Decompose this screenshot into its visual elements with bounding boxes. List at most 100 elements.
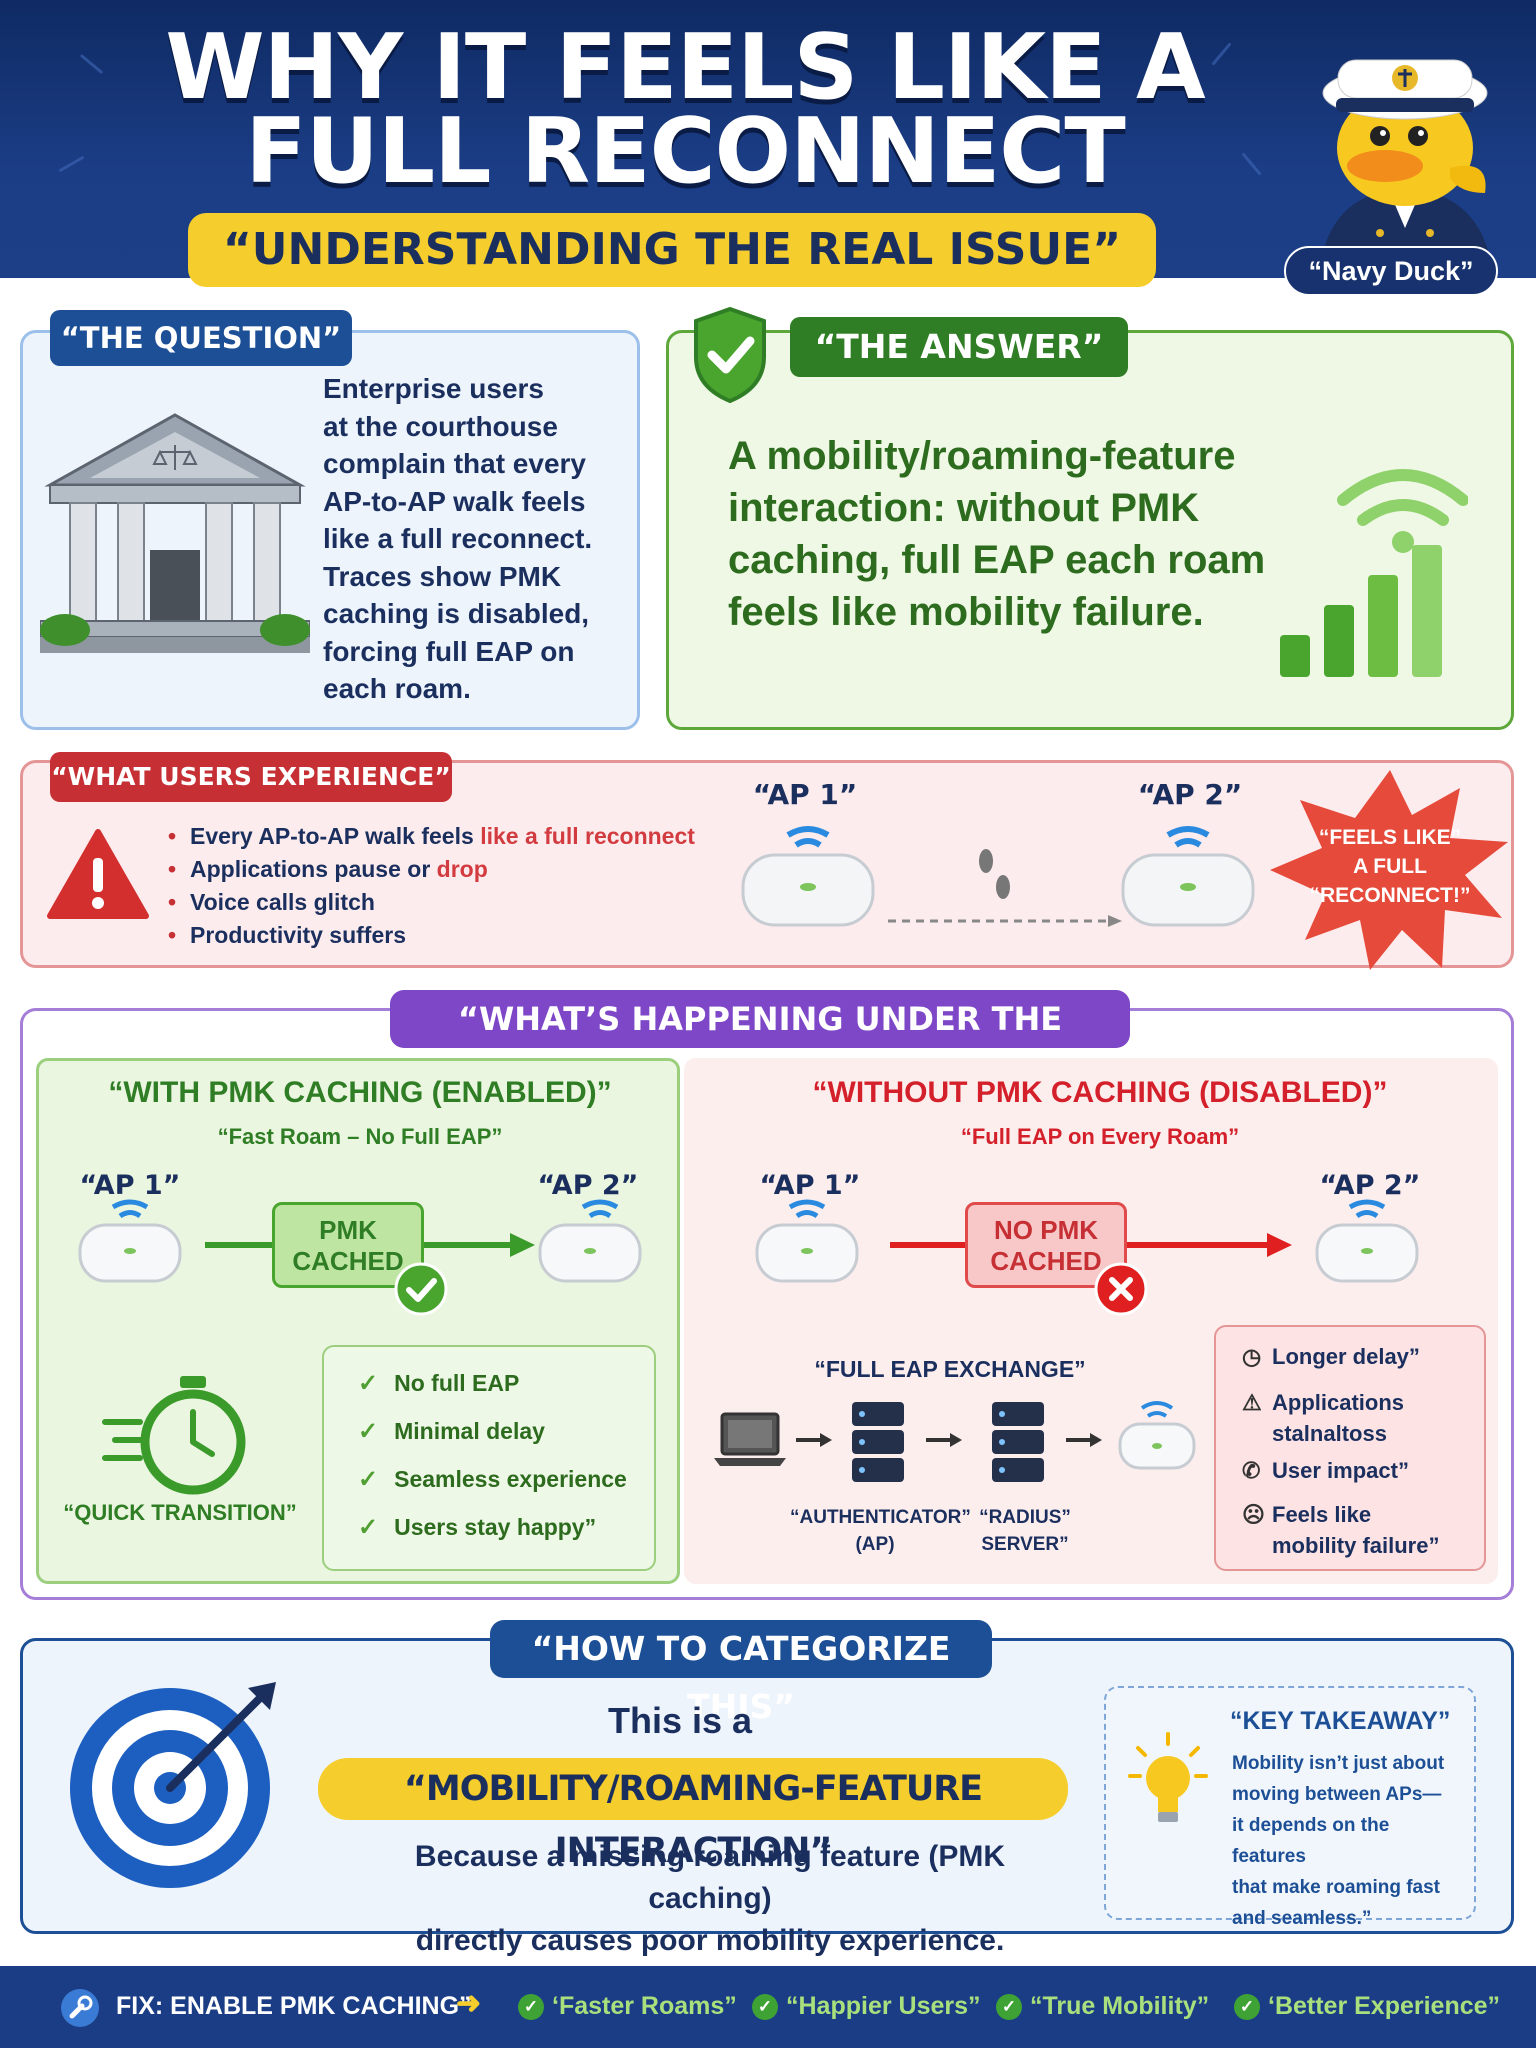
- courthouse-icon: [40, 413, 310, 653]
- ap2-label: “AP 2”: [1137, 778, 1243, 811]
- categorize-highlight: “MOBILITY/ROAMING-FEATURE INTERACTION”: [318, 1758, 1068, 1871]
- target-icon: [70, 1682, 276, 1888]
- radius-line: “RADIUS”: [979, 1507, 1071, 1528]
- check-icon: ✓: [358, 1466, 379, 1493]
- issue-item: ⚠Applications: [1242, 1387, 1404, 1418]
- navy-duck-mascot-icon: [1320, 59, 1492, 268]
- ap1-label: “AP 1”: [759, 1170, 861, 1201]
- quick-transition-label: “QUICK TRANSITION”: [63, 1500, 297, 1525]
- phone-icon: ✆: [1242, 1458, 1261, 1483]
- burst-text: “FEELS LIKE” A FULL “RECONNECT!”: [1295, 823, 1485, 910]
- takeaway-line: Mobility isn’t just about: [1232, 1753, 1445, 1774]
- question-line: forcing full EAP on: [323, 635, 575, 667]
- pmk-box-line: CACHED: [990, 1246, 1102, 1276]
- spark-decoration: [58, 155, 85, 173]
- with-pmk-subtitle: “Fast Roam – No Full EAP”: [217, 1124, 503, 1149]
- hood-tag: “WHAT’S HAPPENING UNDER THE HOOD”: [390, 990, 1130, 1096]
- takeaway-line: that make roaming fast: [1232, 1877, 1440, 1898]
- access-point-icon: [755, 1199, 859, 1283]
- burst-line: “RECONNECT!”: [1309, 884, 1471, 907]
- title-line-2: FULL RECONNECT: [245, 99, 1126, 204]
- question-line: caching is disabled,: [323, 598, 590, 629]
- radius-label: “RADIUS” SERVER”: [965, 1504, 1085, 1558]
- answer-tag: “THE ANSWER”: [790, 317, 1128, 377]
- item-text: Voice calls glitch: [190, 889, 375, 915]
- access-point-icon: [538, 1199, 642, 1283]
- burst-line: “FEELS LIKE”: [1318, 826, 1462, 849]
- item-text: Productivity suffers: [190, 922, 406, 948]
- wrench-icon: [61, 1989, 99, 2027]
- question-tag: “THE QUESTION”: [50, 310, 352, 366]
- fix-label: FIX: ENABLE PMK CACHING”: [116, 1992, 472, 2020]
- lightbulb-icon: [1128, 1732, 1208, 1822]
- issue-text: Feels like: [1272, 1502, 1372, 1527]
- stopwatch-icon: [102, 1376, 246, 1495]
- issue-text: User impact”: [1272, 1458, 1409, 1483]
- item-highlight: drop: [436, 856, 488, 882]
- takeaway-line: it depends on the features: [1232, 1815, 1390, 1867]
- laptop-icon: [714, 1412, 786, 1466]
- experience-list: Every AP-to-AP walk feels like a full re…: [168, 820, 695, 952]
- key-takeaway-title: “KEY TAKEAWAY”: [1230, 1707, 1451, 1735]
- check-icon: ✓: [518, 1994, 544, 2020]
- issue-text: Applications: [1272, 1390, 1405, 1415]
- benefit-item: ✓Minimal delay: [358, 1417, 545, 1446]
- question-line: AP-to-AP walk feels: [323, 485, 586, 517]
- authenticator-line: (AP): [855, 1534, 895, 1555]
- issue-item-continued: stalnaltoss: [1272, 1421, 1387, 1446]
- signal-strength-icon: [1280, 469, 1468, 677]
- eap-exchange-diagram: [714, 1401, 1196, 1482]
- issue-item: ◷Longer delay”: [1242, 1341, 1420, 1372]
- answer-line: feels like mobility failure.: [728, 590, 1204, 634]
- categorize-intro: This is a: [607, 1700, 753, 1741]
- full-eap-exchange-label: “FULL EAP EXCHANGE”: [814, 1356, 1086, 1382]
- benefit-item: ✓No full EAP: [358, 1369, 519, 1398]
- key-takeaway-text: Mobility isn’t just about moving between…: [1232, 1748, 1462, 1934]
- authenticator-server-icon: [852, 1402, 904, 1482]
- burst-line: A FULL: [1353, 855, 1427, 878]
- spark-decoration: [1241, 152, 1262, 176]
- answer-line: caching, full EAP each roam: [728, 538, 1266, 582]
- ap1-label: “AP 1”: [79, 1170, 181, 1201]
- item-text: Applications pause or: [190, 856, 437, 882]
- benefit-item: ✓Users stay happy”: [358, 1513, 596, 1542]
- question-line: like a full reconnect.: [323, 523, 593, 554]
- footer-benefit: ✓‘Better Experience”: [1234, 1992, 1500, 2021]
- access-point-icon: [1121, 826, 1255, 927]
- question-line: each roam.: [323, 673, 471, 704]
- pmk-cached-box: PMK CACHED: [272, 1202, 424, 1288]
- benefits-box: ✓No full EAP ✓Minimal delay ✓Seamless ex…: [322, 1345, 656, 1571]
- issue-item-continued: mobility failure”: [1272, 1533, 1440, 1558]
- spark-decoration: [79, 53, 104, 75]
- sad-face-icon: ☹: [1242, 1502, 1265, 1527]
- roaming-path-diagram: [741, 826, 1255, 927]
- explanation-line: directly causes poor mobility experience…: [415, 1924, 1005, 1957]
- access-point-icon: [741, 826, 875, 927]
- page-title: WHY IT FEELS LIKE A FULL RECONNECT: [140, 15, 1230, 204]
- question-line: Enterprise users: [323, 373, 544, 404]
- without-pmk-title: “WITHOUT PMK CACHING (DISABLED)”: [812, 1076, 1388, 1109]
- footer-benefit: ✓“True Mobility”: [996, 1992, 1209, 2021]
- check-icon: ✓: [358, 1514, 379, 1541]
- radius-line: SERVER”: [981, 1534, 1069, 1555]
- question-line: Traces show PMK: [323, 560, 562, 592]
- footer-benefit-text: ‘Faster Roams”: [552, 1992, 737, 2020]
- access-point-icon: [78, 1199, 182, 1283]
- arrow-right-icon: ➜: [456, 1987, 482, 2020]
- warning-icon: [47, 829, 149, 919]
- pmk-box-line: CACHED: [292, 1246, 404, 1276]
- footer-benefit: ✓“Happier Users”: [752, 1992, 981, 2021]
- ap2-label: “AP 2”: [537, 1170, 639, 1201]
- benefit-text: Minimal delay: [394, 1418, 545, 1444]
- issue-item: ☹ Feels like: [1242, 1499, 1371, 1530]
- clock-icon: ◷: [1242, 1344, 1262, 1369]
- issue-item: ✆ User impact”: [1242, 1455, 1409, 1486]
- radius-server-icon: [992, 1402, 1044, 1482]
- check-icon: ✓: [1234, 1994, 1260, 2020]
- issues-box: ◷Longer delay” ⚠Applications stalnaltoss…: [1214, 1325, 1486, 1571]
- mascot-label: “Navy Duck”: [1284, 246, 1498, 296]
- check-circle-icon: [394, 1262, 448, 1316]
- footer-benefit-text: “Happier Users”: [786, 1992, 981, 2020]
- categorize-explanation: Because a missing roaming feature (PMK c…: [360, 1836, 1060, 1962]
- title-line-1: WHY IT FEELS LIKE A: [165, 15, 1205, 120]
